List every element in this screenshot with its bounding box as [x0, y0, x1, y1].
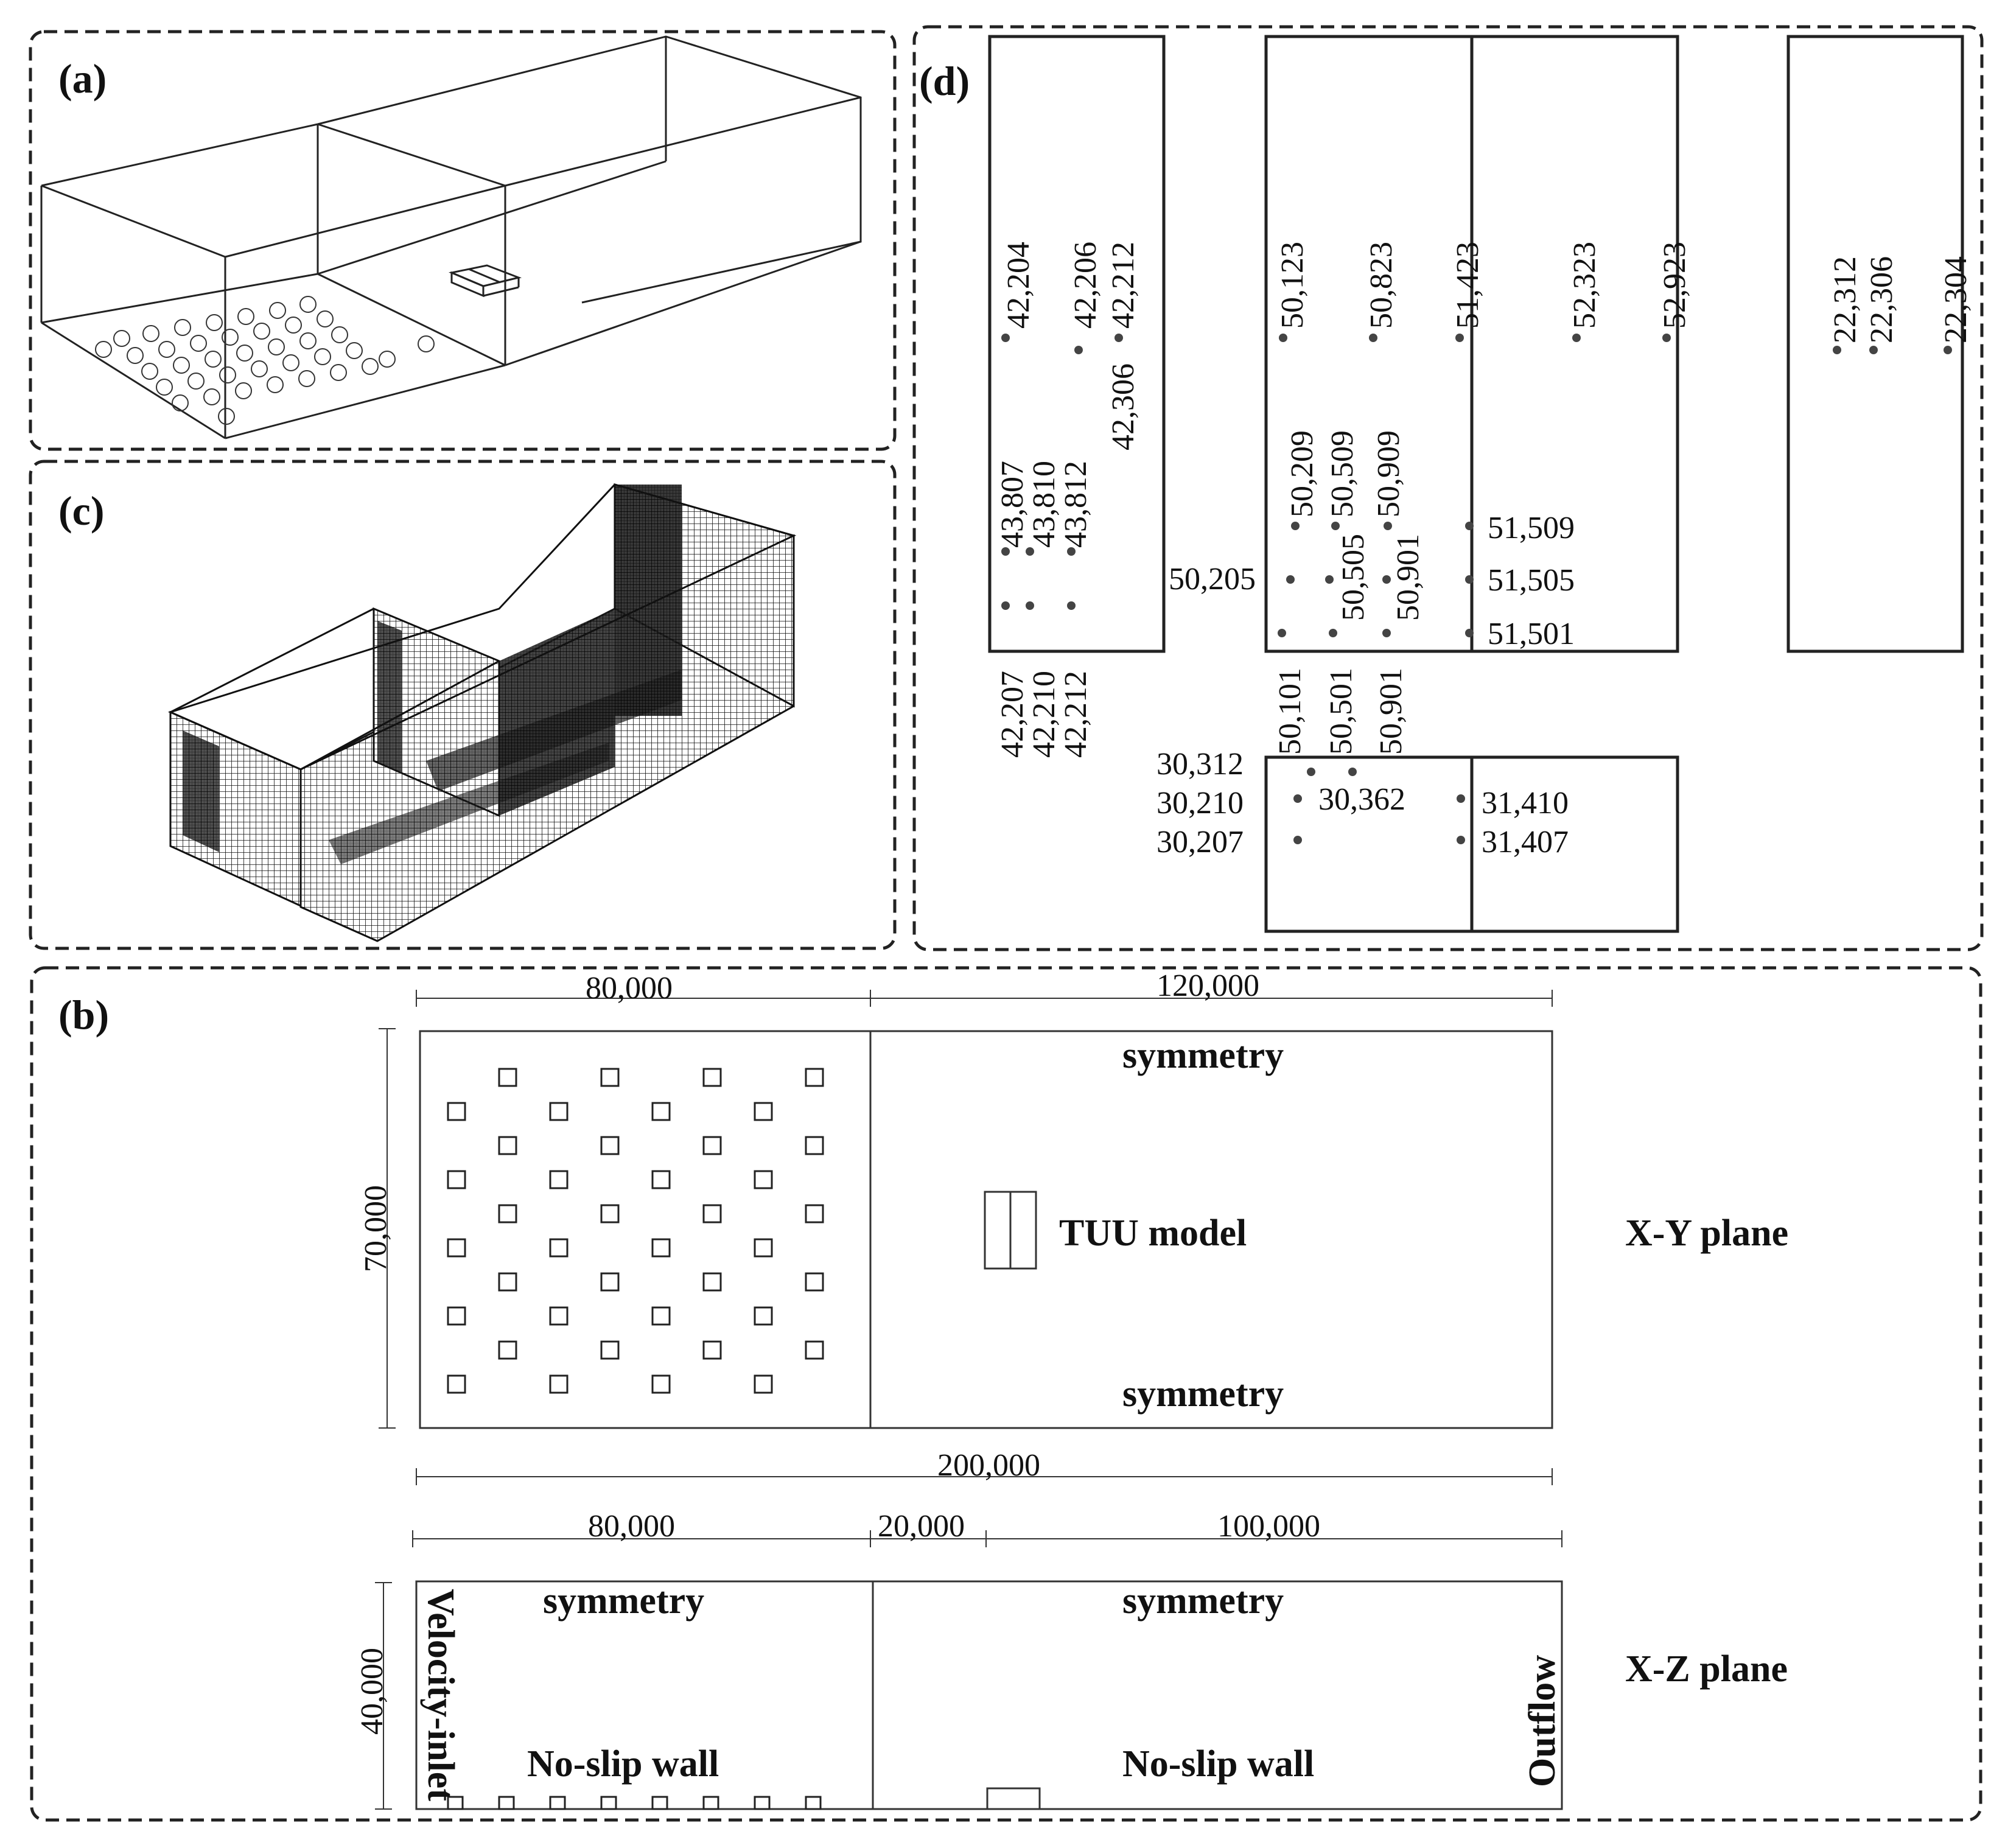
xz-plane-drawing — [375, 1530, 1563, 1810]
domain-wireframe — [40, 35, 862, 439]
xz-roughness-elements — [447, 1796, 822, 1810]
roughness-elements-3d — [95, 296, 435, 425]
panel-d-label: (d) — [919, 58, 970, 104]
label-43810: 43,810 — [1027, 461, 1062, 548]
xy-dim-top-right: 120,000 — [1156, 968, 1259, 1003]
label-42210: 42,210 — [1027, 671, 1062, 758]
xz-top-left-boundary: symmetry — [543, 1580, 704, 1622]
mesh-view — [167, 483, 797, 942]
xy-roughness-elements — [447, 1068, 824, 1394]
label-51505: 51,505 — [1488, 563, 1575, 598]
label-51423: 51,423 — [1450, 242, 1485, 329]
panel-a-frame — [29, 30, 897, 451]
label-43807: 43,807 — [995, 461, 1030, 548]
label-42204: 42,204 — [1001, 242, 1036, 329]
label-22306: 22,306 — [1864, 256, 1899, 343]
horizontal-point-labels: 50,205 51,509 51,505 51,501 30,312 30,21… — [1156, 511, 1575, 859]
label-50501: 50,501 — [1324, 668, 1359, 755]
panel-c-frame — [29, 460, 897, 950]
label-42207: 42,207 — [995, 671, 1030, 758]
label-31407: 31,407 — [1482, 825, 1569, 859]
xz-top-right-boundary: symmetry — [1122, 1580, 1284, 1622]
panel-b-frame — [30, 966, 1982, 1822]
label-51509: 51,509 — [1488, 511, 1575, 545]
label-42306: 42,306 — [1106, 363, 1141, 450]
panel-b-label: (b) — [58, 992, 109, 1038]
label-50901b: 50,901 — [1374, 668, 1408, 755]
label-50823: 50,823 — [1364, 242, 1399, 329]
label-42206: 42,206 — [1068, 242, 1103, 329]
label-42212b: 42,212 — [1058, 671, 1093, 758]
xz-dim-height: 40,000 — [355, 1648, 390, 1735]
xy-dim-total: 200,000 — [937, 1448, 1040, 1483]
label-50205: 50,205 — [1169, 562, 1256, 597]
label-50909: 50,909 — [1371, 430, 1406, 517]
panel-c-label: (c) — [58, 488, 104, 534]
velocity-inlet-label: Velocity-inlet — [420, 1589, 461, 1801]
tuu-model-label: TUU model — [1059, 1213, 1247, 1254]
label-52923: 52,923 — [1657, 242, 1692, 329]
label-52323: 52,323 — [1567, 242, 1602, 329]
label-50509: 50,509 — [1325, 430, 1360, 517]
xy-plane-label: X-Y plane — [1625, 1213, 1788, 1254]
label-30210: 30,210 — [1156, 786, 1244, 821]
vertical-point-labels: 42,204 42,206 42,212 42,306 43,807 43,81… — [995, 242, 1973, 758]
xz-dim-left: 80,000 — [588, 1509, 675, 1544]
label-30312: 30,312 — [1156, 747, 1244, 782]
measurement-points — [1001, 334, 1952, 844]
measurement-layout — [988, 35, 1964, 933]
label-43812: 43,812 — [1058, 461, 1093, 548]
xy-plane-drawing — [379, 990, 1553, 1485]
label-42212a: 42,212 — [1106, 242, 1141, 329]
outflow-label: Outflow — [1522, 1655, 1563, 1787]
xy-dim-height: 70,000 — [359, 1185, 393, 1272]
label-50505: 50,505 — [1336, 534, 1371, 621]
label-22304: 22,304 — [1939, 256, 1973, 343]
xz-dim-right: 100,000 — [1217, 1509, 1320, 1544]
xy-dim-top-left: 80,000 — [586, 971, 673, 1006]
label-50901a: 50,901 — [1391, 534, 1426, 621]
label-30207: 30,207 — [1156, 825, 1244, 859]
label-30362: 30,362 — [1318, 782, 1405, 817]
xz-bottom-right-boundary: No-slip wall — [1122, 1743, 1314, 1785]
label-22312: 22,312 — [1828, 256, 1863, 343]
label-50209: 50,209 — [1285, 430, 1320, 517]
label-50123: 50,123 — [1275, 242, 1310, 329]
xy-bottom-boundary: symmetry — [1122, 1373, 1284, 1415]
panel-a-label: (a) — [58, 55, 107, 102]
panel-d-frame — [912, 25, 1984, 951]
label-51501: 51,501 — [1488, 617, 1575, 651]
xy-top-boundary: symmetry — [1122, 1035, 1284, 1076]
label-31410: 31,410 — [1482, 786, 1569, 821]
label-50101: 50,101 — [1273, 668, 1307, 755]
xz-dim-mid: 20,000 — [878, 1509, 965, 1544]
xz-plane-label: X-Z plane — [1625, 1648, 1788, 1690]
xz-bottom-left-boundary: No-slip wall — [527, 1743, 719, 1785]
